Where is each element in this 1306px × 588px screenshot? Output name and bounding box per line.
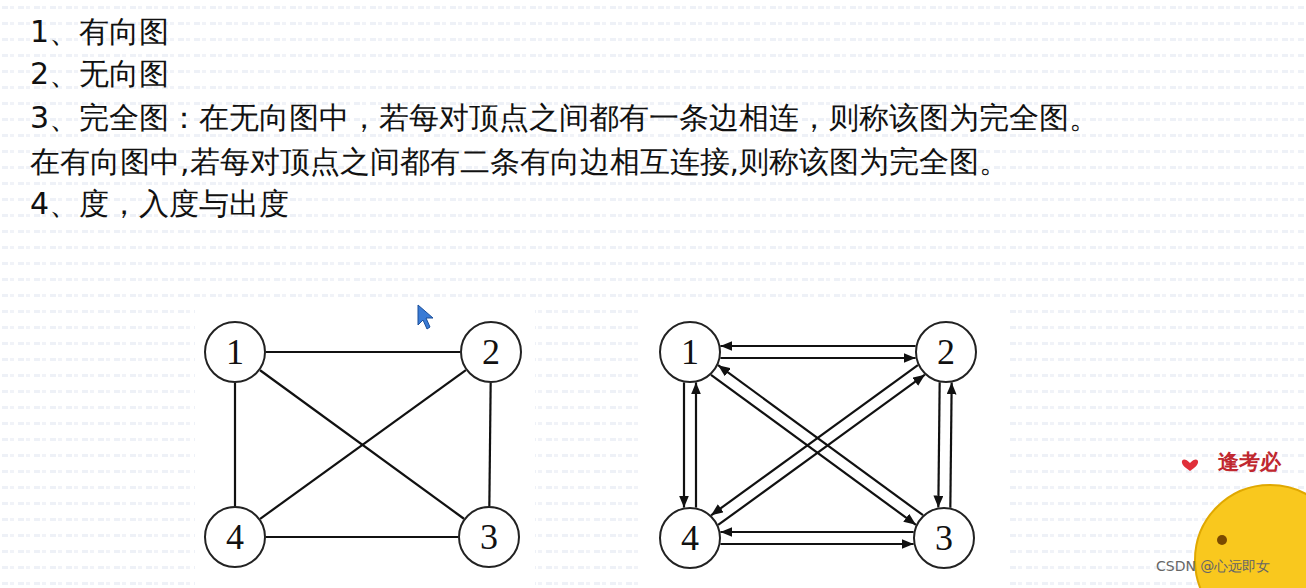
vertex-circle: 4	[204, 506, 266, 568]
figure-ground	[195, 300, 535, 588]
arc-arrow	[718, 375, 925, 525]
vertex-number: 2	[482, 334, 500, 370]
vertex-circle: 1	[659, 321, 721, 383]
vertex-circle: 2	[915, 321, 977, 383]
arc-arrow	[938, 382, 939, 507]
vertex-number: 1	[226, 334, 244, 370]
vertex-circle: 1	[204, 321, 266, 383]
arc-arrow	[720, 357, 915, 359]
vertex-number: 4	[681, 520, 699, 556]
vertex-number: 4	[226, 519, 244, 555]
arc-arrow	[720, 543, 913, 545]
vertex-circle: 3	[913, 507, 975, 569]
note-line: 3、完全图：在无向图中，若每对顶点之间都有一条边相连，则称该图为完全图。	[30, 100, 1099, 136]
heart-icon	[1182, 459, 1198, 471]
vertex-circle: 4	[659, 507, 721, 569]
edge-line	[266, 536, 458, 538]
note-line: 在有向图中,若每对顶点之间都有二条有向边相互连接,则称该图为完全图。	[30, 144, 1009, 180]
edge-line	[260, 370, 466, 519]
arc-arrow	[950, 382, 951, 507]
vertex-number: 2	[937, 334, 955, 370]
note-line: 2、无向图	[30, 56, 169, 92]
arc-arrow	[720, 531, 913, 533]
arc-arrow	[718, 365, 923, 515]
figure-ground	[640, 300, 1010, 588]
vertex-number: 3	[935, 520, 953, 556]
vertex-circle: 3	[458, 506, 520, 568]
arc-arrow	[711, 375, 916, 525]
vertex-number: 3	[480, 519, 498, 555]
vertex-circle: 2	[460, 321, 522, 383]
arc-arrow	[720, 345, 915, 347]
arc-arrow	[683, 382, 685, 507]
arc-arrow	[711, 365, 918, 515]
edge-line	[266, 351, 460, 353]
watermark: CSDN @心远即女	[1156, 558, 1270, 575]
note-line: 4、度，入度与出度	[30, 186, 289, 222]
emoji-eye	[1217, 535, 1227, 545]
vertex-number: 1	[681, 334, 699, 370]
arc-arrow	[695, 382, 697, 507]
logo-text: 逢考必	[1218, 450, 1281, 475]
edge-line	[234, 383, 236, 506]
note-line: 1、有向图	[30, 14, 169, 50]
mouse-cursor	[418, 305, 433, 329]
edge-line	[489, 383, 490, 506]
